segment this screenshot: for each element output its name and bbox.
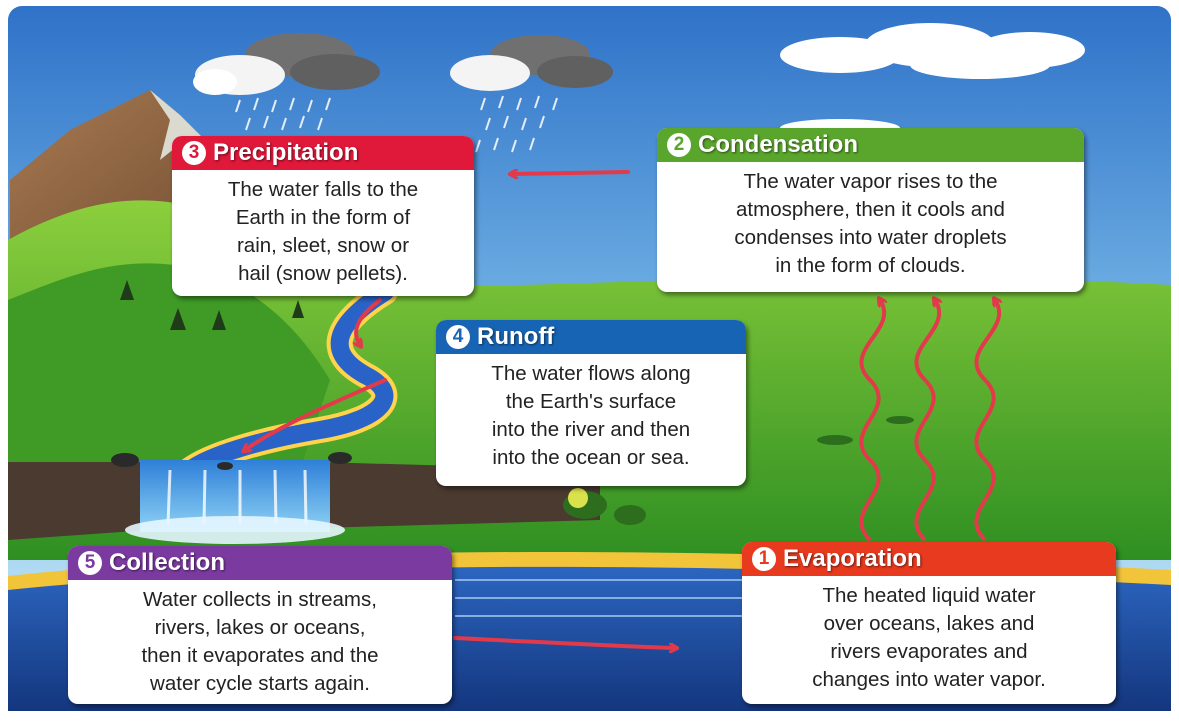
description-line: changes into water vapor.	[812, 668, 1046, 691]
precipitation-title: Precipitation	[213, 139, 359, 166]
description-line: Earth in the form of	[235, 206, 411, 229]
runoff-title: Runoff	[477, 323, 555, 350]
vapor-arrows	[859, 300, 999, 542]
collection-header: 5 Collection	[68, 546, 452, 580]
description-line: rain, sleet, snow or	[236, 234, 410, 257]
condensation-description: The water vapor rises to the atmosphere,…	[657, 162, 1084, 280]
white-cloud	[780, 23, 1085, 79]
condensation-to-precipitation-arrow	[512, 172, 630, 174]
evaporation-box: 1 Evaporation The heated liquid water ov…	[742, 542, 1116, 704]
collection-box: 5 Collection Water collects in streams, …	[68, 546, 452, 704]
description-line: condenses into water droplets	[734, 226, 1007, 249]
evaporation-title: Evaporation	[783, 545, 922, 572]
precipitation-step-number: 3	[182, 141, 206, 165]
rain	[235, 95, 558, 153]
description-line: The water vapor rises to the	[743, 170, 998, 193]
evaporation-header: 1 Evaporation	[742, 542, 1116, 576]
condensation-header: 2 Condensation	[657, 128, 1084, 162]
collection-step-number: 5	[78, 551, 102, 575]
collection-to-evaporation-arrow	[453, 636, 675, 648]
description-line: in the form of clouds.	[775, 254, 966, 277]
precipitation-to-runoff-arrow	[356, 298, 382, 345]
description-line: into the river and then	[491, 418, 691, 441]
cliff-left	[8, 462, 150, 540]
rain-cloud-left	[193, 33, 380, 95]
description-line: rivers, lakes or oceans,	[154, 616, 366, 639]
runoff-step-number: 4	[446, 325, 470, 349]
river	[181, 283, 394, 479]
description-line: The water falls to the	[227, 178, 419, 201]
description-line: hail (snow pellets).	[238, 262, 408, 285]
trees	[120, 280, 304, 330]
condensation-box: 2 Condensation The water vapor rises to …	[657, 128, 1084, 292]
description-line: The water flows along	[491, 362, 691, 385]
description-line: the Earth's surface	[505, 390, 677, 413]
evaporation-step-number: 1	[752, 547, 776, 571]
precipitation-description: The water falls to the Earth in the form…	[172, 170, 474, 288]
description-line: then it evaporates and the	[141, 644, 379, 667]
collection-description: Water collects in streams, rivers, lakes…	[68, 580, 452, 698]
precipitation-header: 3 Precipitation	[172, 136, 474, 170]
evaporation-description: The heated liquid water over oceans, lak…	[742, 576, 1116, 694]
description-line: into the ocean or sea.	[492, 446, 690, 469]
description-line: rivers evaporates and	[830, 640, 1028, 663]
description-line: over oceans, lakes and	[823, 612, 1035, 635]
runoff-box: 4 Runoff The water flows along the Earth…	[436, 320, 746, 486]
runoff-header: 4 Runoff	[436, 320, 746, 354]
runoff-flow-arrow	[245, 378, 387, 450]
precipitation-box: 3 Precipitation The water falls to the E…	[172, 136, 474, 296]
condensation-step-number: 2	[667, 133, 691, 157]
description-line: Water collects in streams,	[143, 588, 377, 611]
condensation-title: Condensation	[698, 131, 858, 158]
runoff-description: The water flows along the Earth's surfac…	[436, 354, 746, 472]
description-line: The heated liquid water	[822, 584, 1036, 607]
description-line: atmosphere, then it cools and	[736, 198, 1005, 221]
rain-cloud-right	[450, 35, 613, 91]
collection-title: Collection	[109, 549, 226, 576]
description-line: water cycle starts again.	[150, 672, 370, 695]
